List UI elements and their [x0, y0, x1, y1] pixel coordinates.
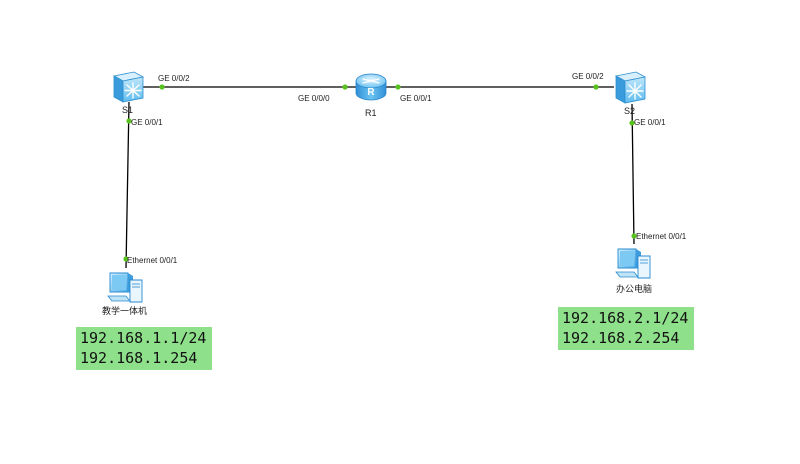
port-dot-pc2-eth: [631, 233, 637, 239]
ip-address-right: 192.168.2.1/24: [562, 309, 689, 327]
pc-icon: [107, 272, 143, 303]
port-dot-r1-right: [395, 84, 401, 90]
device-label-pc1: 教学一体机: [102, 306, 148, 316]
link-s1-pc1[interactable]: [125, 101, 130, 269]
port-label-s2-down: GE 0/0/1: [634, 118, 666, 127]
ip-address-left: 192.168.1.1/24: [80, 329, 207, 347]
port-dot-s2-up: [593, 84, 599, 90]
gateway-right: 192.168.2.254: [562, 329, 680, 347]
device-label-s2: S2: [624, 106, 636, 116]
port-label-s1-down: GE 0/0/1: [131, 118, 163, 127]
device-label-pc2: 办公电脑: [616, 284, 653, 294]
port-dot-r1-left: [342, 84, 348, 90]
port-label-pc2-eth: Ethernet 0/0/1: [636, 232, 687, 241]
pc-office-computer[interactable]: [614, 246, 654, 282]
device-label-s1: S1: [122, 105, 134, 115]
port-label-s1-up: GE 0/0/2: [158, 74, 190, 83]
port-dot-s1-up: [159, 84, 165, 90]
switch-icon: [614, 71, 647, 104]
switch-s2[interactable]: [613, 70, 647, 106]
switch-icon: [112, 71, 145, 103]
port-dot-pc1-eth: [123, 256, 129, 262]
ip-note-right: 192.168.2.1/24 192.168.2.254: [558, 307, 695, 350]
pc-teaching-terminal[interactable]: [106, 270, 146, 306]
port-dot-s1-down: [126, 118, 132, 124]
router-icon: R: [355, 73, 387, 101]
pc-icon: [615, 248, 651, 279]
ip-note-left: 192.168.1.1/24 192.168.1.254: [76, 327, 213, 370]
port-label-r1-right: GE 0/0/1: [400, 94, 432, 103]
port-label-s2-up: GE 0/0/2: [572, 72, 604, 81]
port-label-r1-left: GE 0/0/0: [298, 94, 330, 103]
router-r1[interactable]: R: [353, 70, 389, 104]
link-s2-pc2[interactable]: [631, 103, 635, 245]
port-dot-s2-down: [629, 120, 635, 126]
gateway-left: 192.168.1.254: [80, 349, 198, 367]
switch-s1[interactable]: [111, 70, 145, 104]
svg-text:R: R: [367, 87, 375, 98]
port-label-pc1-eth: Ethernet 0/0/1: [127, 256, 178, 265]
device-label-r1: R1: [365, 108, 377, 118]
